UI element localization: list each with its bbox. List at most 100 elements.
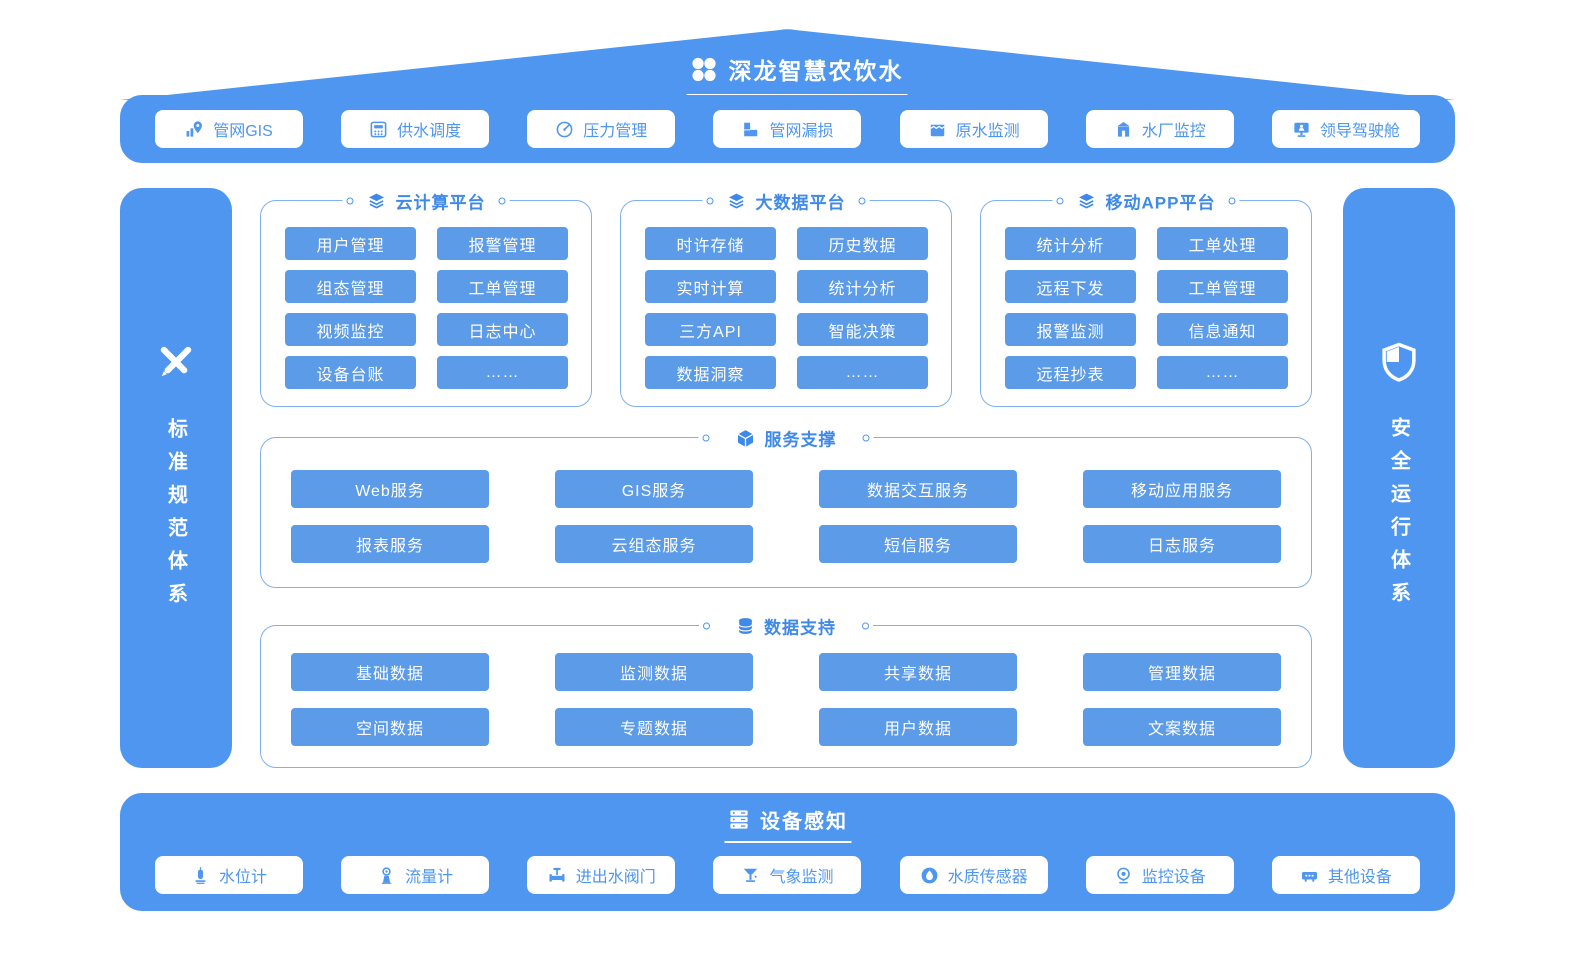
- module-chip[interactable]: 时许存储: [645, 227, 776, 260]
- module-chip[interactable]: 工单处理: [1157, 227, 1288, 260]
- device-item-label: 水位计: [218, 869, 267, 886]
- module-chip[interactable]: 设备台账: [285, 356, 416, 389]
- line-end-dot: [862, 434, 870, 442]
- module-chip[interactable]: 智能决策: [797, 313, 928, 346]
- bigdata-platform-header: 大数据平台: [702, 188, 870, 214]
- monitor-icon: [1294, 122, 1309, 137]
- data-chip[interactable]: 共享数据: [819, 653, 1017, 691]
- line-end-dot: [1228, 197, 1236, 205]
- line-end-dot: [346, 197, 354, 205]
- module-chip[interactable]: 远程抄表: [1005, 356, 1136, 389]
- device-sensing-bar: 设备感知 水位计 流量计: [120, 793, 1455, 911]
- data-chip[interactable]: 监测数据: [555, 653, 753, 691]
- data-support-title: 数据支持: [764, 618, 836, 638]
- module-chip[interactable]: ……: [797, 356, 928, 389]
- module-chip[interactable]: 日志中心: [437, 313, 568, 346]
- device-item-water-quality[interactable]: 水质传感器: [899, 856, 1048, 894]
- service-support-header: 服务支撑: [698, 425, 874, 451]
- service-chip[interactable]: 数据交互服务: [819, 470, 1017, 508]
- cloud-platform-box: 云计算平台 用户管理 报警管理 组态管理 工单管理 视频监控 日志中心 设备台账…: [260, 188, 592, 407]
- module-chip[interactable]: 报警监测: [1005, 313, 1136, 346]
- module-chip[interactable]: 远程下发: [1005, 270, 1136, 303]
- service-chip[interactable]: Web服务: [291, 470, 489, 508]
- data-chip[interactable]: 文案数据: [1083, 708, 1281, 746]
- safety-system-label: 安全运行体系: [1387, 417, 1410, 615]
- device-item-weather[interactable]: 气象监测: [713, 856, 862, 894]
- device-item-other[interactable]: 其他设备: [1271, 856, 1420, 894]
- device-item-label: 进出水阀门: [575, 869, 656, 886]
- service-support-title: 服务支撑: [764, 430, 837, 450]
- data-chip[interactable]: 基础数据: [291, 653, 489, 691]
- server-icon: [729, 810, 748, 829]
- flow-meter-icon: [381, 866, 392, 884]
- database-icon: [738, 618, 753, 634]
- camera-icon: [1116, 867, 1130, 883]
- service-chip[interactable]: 日志服务: [1083, 525, 1281, 563]
- service-chip[interactable]: 云组态服务: [555, 525, 753, 563]
- factory-icon: [1116, 121, 1130, 137]
- module-chip[interactable]: ……: [1157, 356, 1288, 389]
- module-chip[interactable]: ……: [437, 356, 568, 389]
- page-title-text: 深龙智慧农饮水: [728, 58, 904, 84]
- device-item-water-level[interactable]: 水位计: [155, 856, 303, 894]
- module-chip[interactable]: 工单管理: [1157, 270, 1288, 303]
- data-support-header: 数据支持: [699, 613, 873, 639]
- data-chip[interactable]: 管理数据: [1083, 653, 1281, 691]
- topbar-item-leader-cockpit[interactable]: 领导驾驶舱: [1271, 110, 1420, 148]
- topbar-item-water-dispatch[interactable]: 供水调度: [341, 110, 490, 148]
- module-chip[interactable]: 三方API: [645, 313, 776, 346]
- bigdata-platform-box: 大数据平台 时许存储 历史数据 实时计算 统计分析 三方API 智能决策 数据洞…: [620, 188, 952, 407]
- topbar-item-raw-water[interactable]: 原水监测: [899, 110, 1048, 148]
- service-chip[interactable]: 报表服务: [291, 525, 489, 563]
- line-end-dot: [702, 434, 710, 442]
- module-chip[interactable]: 统计分析: [797, 270, 928, 303]
- topbar-item-pipe-leakage[interactable]: 管网漏损: [713, 110, 862, 148]
- module-chip[interactable]: 统计分析: [1005, 227, 1136, 260]
- device-item-valve[interactable]: 进出水阀门: [527, 856, 676, 894]
- topbar-item-label: 压力管理: [583, 123, 648, 140]
- module-chip[interactable]: 历史数据: [797, 227, 928, 260]
- device-item-camera[interactable]: 监控设备: [1085, 856, 1234, 894]
- topbar-item-pressure-mgmt[interactable]: 压力管理: [527, 110, 676, 148]
- cloud-platform-header: 云计算平台: [342, 188, 510, 214]
- mobile-platform-title: 移动APP平台: [1105, 193, 1216, 213]
- shield-icon: [1382, 342, 1416, 382]
- data-chip[interactable]: 专题数据: [555, 708, 753, 746]
- module-chip[interactable]: 工单管理: [437, 270, 568, 303]
- device-item-flow-meter[interactable]: 流量计: [341, 856, 490, 894]
- topbar-item-plant-monitor[interactable]: 水厂监控: [1085, 110, 1234, 148]
- service-chip[interactable]: 短信服务: [819, 525, 1017, 563]
- mobile-platform-header: 移动APP平台: [1052, 188, 1240, 214]
- device-row: 水位计 流量计 进出水阀门: [155, 856, 1420, 894]
- topbar-item-pipeline-gis[interactable]: 管网GIS: [155, 110, 303, 148]
- water-tank-icon: [930, 124, 945, 136]
- cloud-platform-grid: 用户管理 报警管理 组态管理 工单管理 视频监控 日志中心 设备台账 ……: [261, 201, 591, 389]
- standards-system-pillar: 标准规范体系: [120, 188, 232, 768]
- data-chip[interactable]: 用户数据: [819, 708, 1017, 746]
- service-chip[interactable]: GIS服务: [555, 470, 753, 508]
- module-chip[interactable]: 信息通知: [1157, 313, 1288, 346]
- mobile-platform-grid: 统计分析 工单处理 远程下发 工单管理 报警监测 信息通知 远程抄表 ……: [981, 201, 1311, 389]
- topbar-item-label: 管网GIS: [213, 123, 273, 140]
- service-chip[interactable]: 移动应用服务: [1083, 470, 1281, 508]
- cloud-platform-title: 云计算平台: [395, 193, 486, 213]
- bigdata-platform-title: 大数据平台: [755, 193, 846, 213]
- module-chip[interactable]: 报警管理: [437, 227, 568, 260]
- standards-system-label: 标准规范体系: [164, 418, 187, 616]
- module-chip[interactable]: 组态管理: [285, 270, 416, 303]
- safety-system-pillar: 安全运行体系: [1343, 188, 1455, 768]
- data-chip[interactable]: 空间数据: [291, 708, 489, 746]
- water-level-icon: [195, 866, 206, 884]
- module-chip[interactable]: 视频监控: [285, 313, 416, 346]
- topbar-item-label: 水厂监控: [1141, 123, 1206, 140]
- module-chip[interactable]: 数据洞察: [645, 356, 776, 389]
- module-chip[interactable]: 用户管理: [285, 227, 416, 260]
- device-sensing-title: 设备感知: [760, 811, 848, 833]
- module-chip[interactable]: 实时计算: [645, 270, 776, 303]
- data-support-box: 数据支持 基础数据 监测数据 共享数据 管理数据 空间数据 专题数据 用户数据 …: [260, 613, 1312, 768]
- device-item-label: 气象监测: [769, 869, 834, 886]
- gauge-icon: [556, 121, 573, 137]
- top-application-bar: 管网GIS 供水调度 压力管理 管网漏损: [120, 95, 1455, 163]
- line-end-dot: [706, 197, 714, 205]
